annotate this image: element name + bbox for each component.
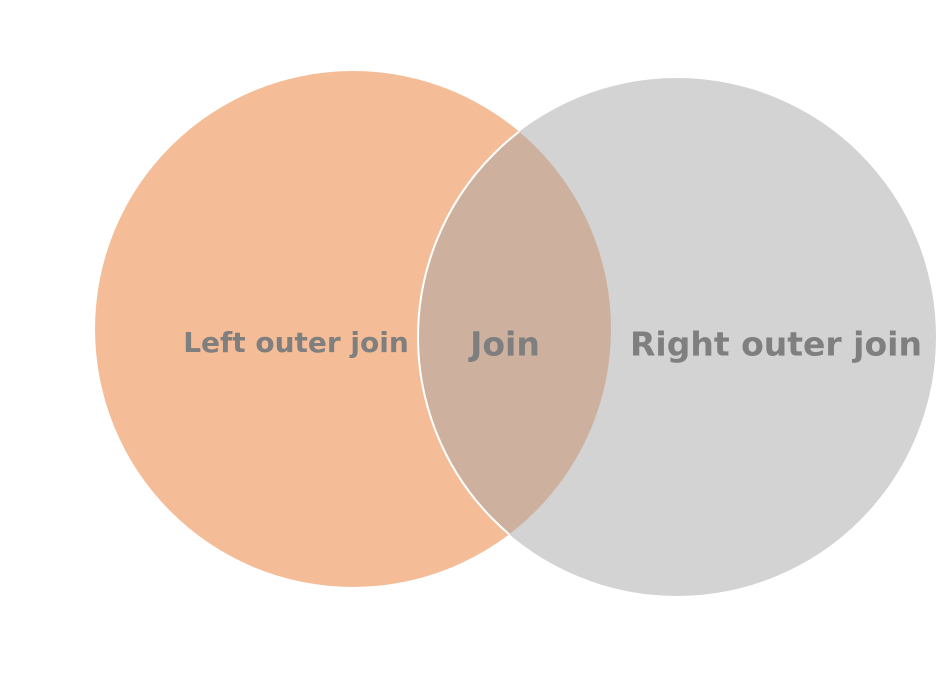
join-label: Join [468, 325, 540, 364]
intersection-outline [417, 77, 611, 587]
right-outer-join-label: Right outer join [630, 325, 922, 364]
join-intersection [418, 78, 611, 587]
left-outer-join-label: Left outer join [183, 326, 409, 359]
